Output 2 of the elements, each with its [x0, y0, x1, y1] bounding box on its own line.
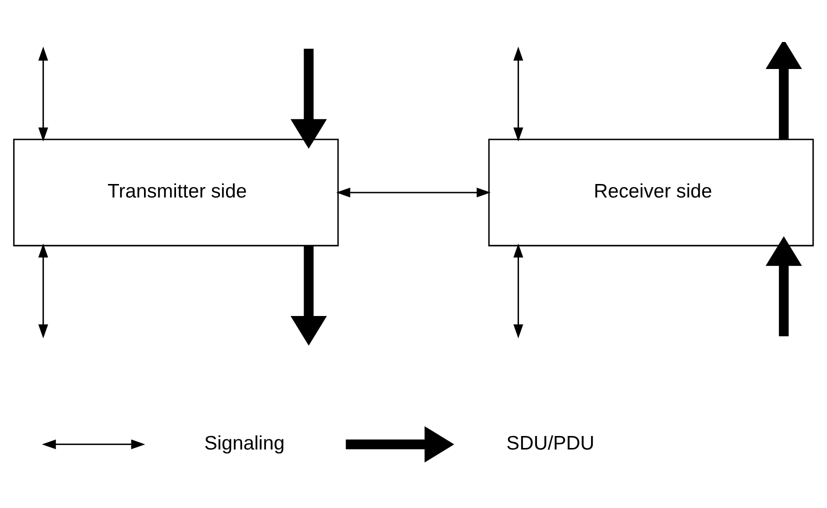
- legend-label: Signaling: [204, 432, 285, 455]
- legend-label: SDU/PDU: [506, 432, 594, 455]
